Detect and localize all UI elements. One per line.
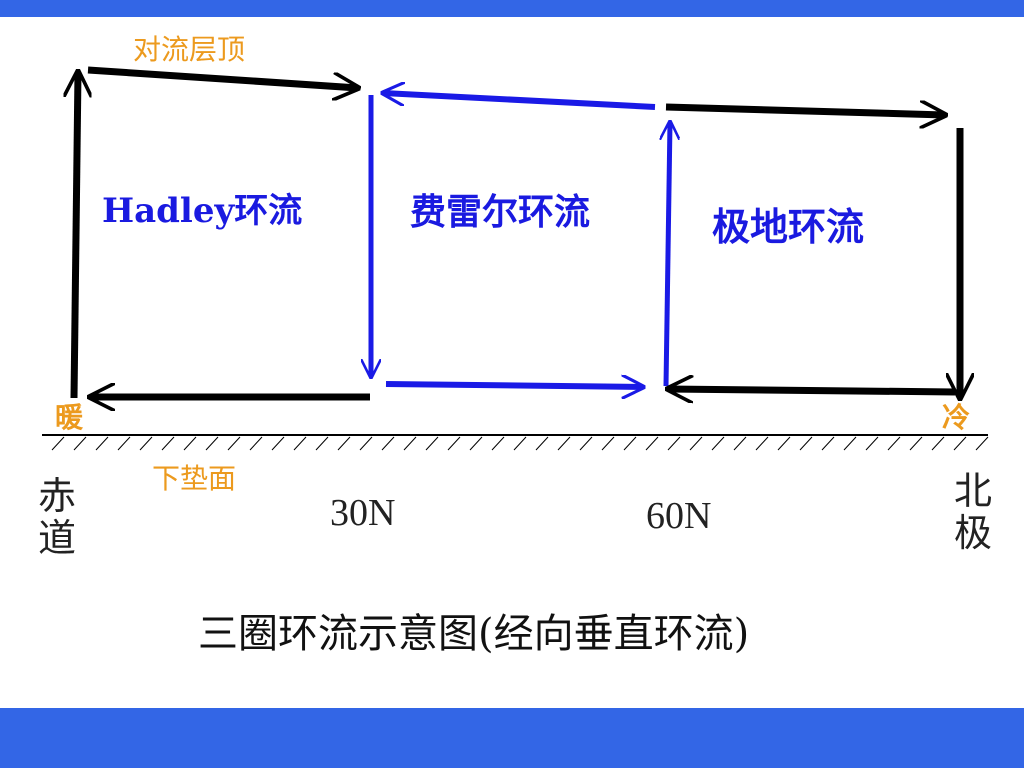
hatch-mark: [623, 436, 637, 451]
hatch-mark: [931, 436, 945, 451]
hatch-mark: [359, 436, 373, 451]
hatch-mark: [381, 436, 395, 451]
hatch-mark: [711, 436, 725, 451]
ground-hatching: [51, 436, 989, 451]
hadley-rising-arrow: [74, 72, 78, 399]
hatch-mark: [51, 436, 65, 451]
hatch-mark: [469, 436, 483, 451]
hatch-mark: [843, 436, 857, 451]
polar-upper-arrow: [665, 107, 945, 115]
hatch-mark: [645, 436, 659, 451]
hatch-mark: [667, 436, 681, 451]
hatch-mark: [491, 436, 505, 451]
hatch-mark: [953, 436, 967, 451]
hatch-mark: [755, 436, 769, 451]
hatch-mark: [909, 436, 923, 451]
hatch-mark: [689, 436, 703, 451]
polar-cell-label: 极地环流: [712, 204, 865, 249]
hatch-mark: [535, 436, 549, 451]
equator-label: 赤道: [37, 474, 76, 560]
hatch-mark: [579, 436, 593, 451]
tropopause-label: 对流层顶: [133, 33, 246, 66]
hatch-mark: [975, 436, 989, 451]
warm-label: 暖: [55, 401, 84, 434]
hatch-mark: [117, 436, 131, 451]
hatch-mark: [183, 436, 197, 451]
hatch-mark: [887, 436, 901, 451]
polar-surface-arrow: [668, 389, 956, 392]
hatch-mark: [205, 436, 219, 451]
north-pole-label: 北极: [953, 469, 992, 555]
hadley-cell-label: Hadley环流: [102, 191, 303, 231]
hatch-mark: [777, 436, 791, 451]
hatch-mark: [337, 436, 351, 451]
hatch-mark: [865, 436, 879, 451]
ferrel-rising-arrow: [666, 122, 670, 387]
hatch-mark: [601, 436, 615, 451]
ferrel-upper-arrow: [383, 93, 656, 110]
hatch-mark: [733, 436, 747, 451]
hatch-mark: [513, 436, 527, 451]
lat-60n-label: 60N: [646, 495, 712, 537]
top-frame-bar: [0, 0, 1024, 17]
hatch-mark: [227, 436, 241, 451]
hadley-upper-arrow: [87, 66, 358, 88]
hatch-mark: [293, 436, 307, 451]
hatch-mark: [315, 436, 329, 451]
hatch-mark: [161, 436, 175, 451]
hatch-mark: [95, 436, 109, 451]
hatch-mark: [139, 436, 153, 451]
bottom-frame-bar: [0, 708, 1024, 768]
hatch-mark: [557, 436, 571, 451]
hatch-mark: [73, 436, 87, 451]
hatch-mark: [425, 436, 439, 451]
circulation-diagram: [42, 66, 989, 451]
ferrel-cell-label: 费雷尔环流: [410, 191, 591, 233]
ferrel-surface-arrow: [385, 384, 643, 387]
diagram-caption: 三圈环流示意图(经向垂直环流): [198, 611, 750, 657]
hatch-mark: [447, 436, 461, 451]
hatch-mark: [799, 436, 813, 451]
cold-label: 冷: [942, 401, 971, 434]
lat-30n-label: 30N: [330, 492, 396, 534]
surface-label: 下垫面: [152, 462, 237, 495]
hatch-mark: [403, 436, 417, 451]
hatch-mark: [821, 436, 835, 451]
hatch-mark: [271, 436, 285, 451]
hatch-mark: [249, 436, 263, 451]
